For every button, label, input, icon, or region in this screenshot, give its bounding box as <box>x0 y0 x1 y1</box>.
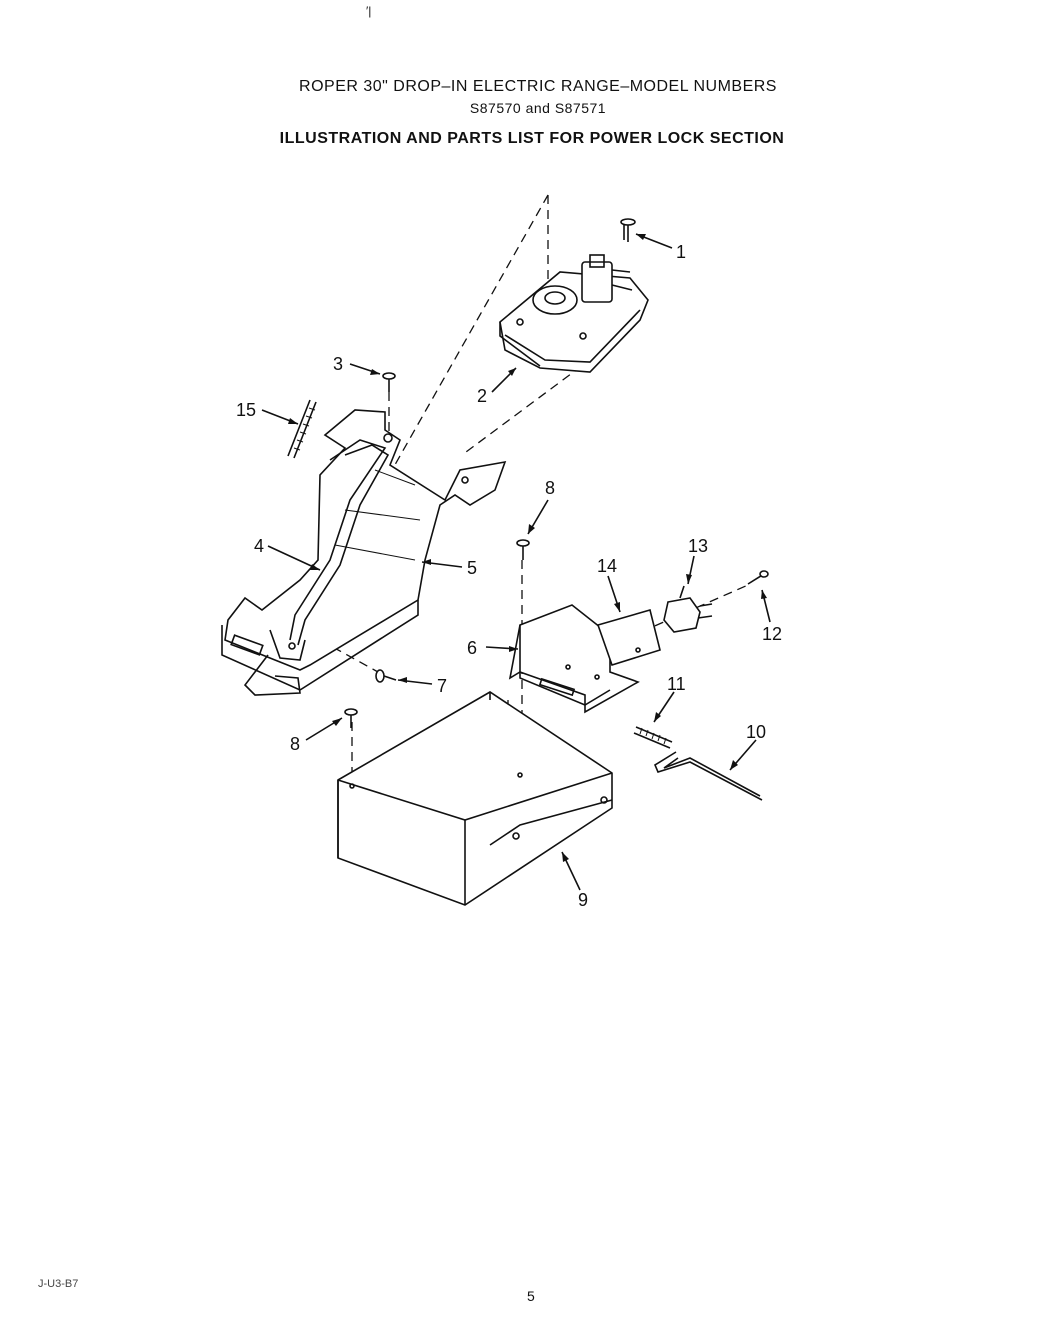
callout-8-lower: 8 <box>290 734 300 754</box>
callout-3: 3 <box>333 354 343 374</box>
callout-11: 11 <box>667 674 686 694</box>
model-numbers: S87570 and S87571 <box>469 100 607 116</box>
part-12-screw <box>747 570 769 585</box>
callout-5: 5 <box>467 558 477 578</box>
callout-8-upper: 8 <box>545 478 555 498</box>
callout-numbers: 1 2 3 4 5 6 7 8 8 9 10 11 12 13 14 15 <box>236 242 782 910</box>
part-7-screw <box>375 669 397 683</box>
part-13-switch <box>663 585 713 633</box>
part-2-lock-motor <box>499 254 649 373</box>
callout-10: 10 <box>746 722 766 742</box>
part-6-plate <box>508 604 640 714</box>
callout-12: 12 <box>762 624 782 644</box>
callout-14: 14 <box>597 556 617 576</box>
callout-7: 7 <box>437 676 447 696</box>
callout-leaders <box>261 233 771 891</box>
part-1-screw <box>620 218 636 242</box>
page-title: ROPER 30" DROP–IN ELECTRIC RANGE–MODEL N… <box>299 78 777 95</box>
callout-1: 1 <box>676 242 686 262</box>
part-14-insulator <box>596 609 661 666</box>
part-8-screws <box>344 539 530 728</box>
callout-9: 9 <box>578 890 588 910</box>
part-9-tray <box>337 691 613 906</box>
part-4-5-bracket <box>221 409 507 696</box>
callout-15: 15 <box>236 400 256 420</box>
part-3-screw <box>382 372 396 432</box>
footer-code: J-U3-B7 <box>38 1278 79 1290</box>
callout-13: 13 <box>688 536 708 556</box>
part-10-rod <box>653 751 763 801</box>
part-15-spring <box>287 399 317 459</box>
part-11-spring <box>633 726 673 749</box>
callout-6: 6 <box>467 638 477 658</box>
page-subtitle: ILLUSTRATION AND PARTS LIST FOR POWER LO… <box>279 130 785 147</box>
page-number: 5 <box>527 1288 535 1304</box>
callout-2: 2 <box>477 386 487 406</box>
callout-4: 4 <box>254 536 264 556</box>
scan-mark: ′| <box>366 4 372 18</box>
